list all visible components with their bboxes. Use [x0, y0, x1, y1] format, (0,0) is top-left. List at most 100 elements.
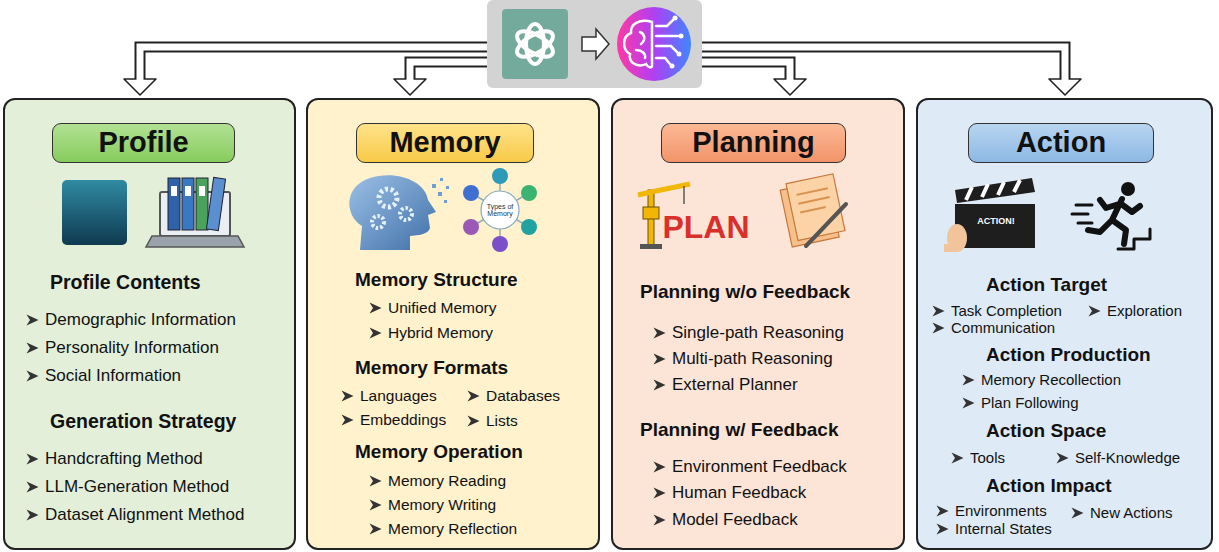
bullet-arrow	[1071, 507, 1084, 519]
bullet-arrow-shape	[654, 515, 666, 526]
type-circle	[521, 219, 537, 235]
list-item: Single-path Reasoning	[672, 323, 844, 343]
bullet-arrow-shape	[27, 510, 39, 521]
circuit-dot	[670, 64, 675, 69]
bullet-arrow	[26, 453, 39, 465]
list-item: Model Feedback	[672, 510, 798, 530]
bullet-arrow	[26, 342, 39, 354]
section-heading: Planning w/o Feedback	[640, 281, 850, 303]
bullet-arrow-shape	[963, 375, 975, 386]
section-heading: Memory Operation	[355, 441, 523, 463]
gears	[372, 189, 412, 228]
circuit-dot	[677, 52, 682, 57]
particle	[446, 186, 449, 189]
knot-loop	[513, 26, 557, 62]
list-item: Languages	[360, 387, 437, 405]
bullet-arrow	[26, 509, 39, 521]
bullet-arrow-shape	[370, 328, 382, 339]
type-circle	[492, 168, 508, 184]
gear	[379, 189, 397, 207]
bullet-arrow-shape	[933, 323, 945, 334]
section-heading: Profile Contents	[50, 271, 201, 293]
category-panel: MemoryMemory StructureUnified MemoryHybr…	[306, 98, 600, 550]
list-item: Multi-path Reasoning	[672, 349, 833, 369]
arrow-shaft-inner	[694, 62, 790, 82]
crane-cab	[643, 207, 659, 219]
bullet-arrow	[369, 302, 382, 314]
hollow-arrow	[394, 62, 495, 95]
particle	[444, 200, 447, 203]
profile-card-icon	[62, 180, 127, 245]
category-title: Action	[1016, 127, 1106, 159]
bullet-arrow	[369, 499, 382, 511]
bullet-arrow-shape	[1072, 508, 1084, 519]
category-panel: PlanningPlanning w/o FeedbackSingle-path…	[611, 98, 905, 550]
chatgpt-logo	[502, 9, 568, 79]
brain-symbol	[624, 20, 678, 67]
crane-cable	[683, 186, 684, 204]
bullet-arrow	[26, 481, 39, 493]
arrow-shaft-inner	[410, 62, 495, 82]
category-header-pill: Planning	[661, 123, 846, 163]
list-item: Embeddings	[360, 411, 446, 429]
laptop-base	[146, 236, 244, 247]
bullet-arrow-shape	[27, 343, 39, 354]
bullet-arrow-shape	[27, 454, 39, 465]
list-item: Personality Information	[45, 338, 219, 358]
list-item: Memory Writing	[388, 496, 496, 514]
category-header-pill: Profile	[52, 123, 235, 163]
bullet-arrow-shape	[937, 506, 949, 517]
list-item: External Planner	[672, 375, 798, 395]
list-item: Unified Memory	[388, 299, 497, 317]
bullet-arrow	[962, 374, 975, 386]
section-heading: Memory Structure	[355, 269, 518, 291]
category-header-pill: Action	[968, 123, 1154, 163]
bullet-arrow-shape	[27, 371, 39, 382]
list-item: Plan Following	[981, 394, 1079, 411]
bullet-arrow-shape	[468, 416, 480, 427]
bullet-arrow	[1056, 452, 1069, 464]
particle	[432, 184, 436, 188]
bullet-arrow-shape	[370, 476, 382, 487]
section-heading: Action Production	[986, 344, 1151, 366]
list-item: Environments	[955, 502, 1047, 519]
bullet-arrow	[341, 414, 354, 426]
agent-brain-logo	[617, 7, 691, 81]
bullet-arrow	[467, 390, 480, 402]
center-circle	[481, 191, 519, 229]
paper-lines	[797, 188, 832, 212]
circuit-line	[656, 20, 678, 64]
illustration-label: PLAN	[662, 211, 749, 245]
brain-half	[624, 21, 652, 68]
gear	[400, 208, 412, 220]
list-item: Hybrid Memory	[388, 324, 493, 342]
bullet-arrow-shape	[468, 391, 480, 402]
type-circle	[492, 236, 508, 252]
list-item: LLM-Generation Method	[45, 477, 229, 497]
list-item: Databases	[486, 387, 560, 405]
bullet-arrow-shape	[370, 303, 382, 314]
arrow-shaft-inner	[140, 47, 495, 82]
list-item: Memory Reflection	[388, 520, 517, 538]
chatgpt-knot	[513, 24, 557, 64]
bullet-arrow	[26, 370, 39, 382]
list-item: Task Completion	[951, 302, 1062, 319]
bullet-arrow-shape	[27, 315, 39, 326]
category-panel: ProfileProfile ContentsDemographic Infor…	[3, 98, 296, 550]
list-item: Internal States	[955, 520, 1052, 537]
list-item: Environment Feedback	[672, 457, 847, 477]
type-circle	[463, 185, 479, 201]
bullet-arrow-shape	[370, 500, 382, 511]
bullet-arrow-shape	[654, 462, 666, 473]
list-item: Memory Reading	[388, 472, 506, 490]
section-heading: Memory Formats	[355, 357, 508, 379]
binder-tag	[171, 186, 177, 196]
list-item: Social Information	[45, 366, 181, 386]
arrow-shaft-inner	[694, 47, 1065, 82]
figure-head	[1121, 182, 1135, 196]
list-item: Exploration	[1107, 302, 1182, 319]
brain-fold	[636, 32, 645, 58]
transform-arrow	[582, 29, 609, 59]
knot-loop	[513, 26, 557, 62]
type-circle	[521, 185, 537, 201]
